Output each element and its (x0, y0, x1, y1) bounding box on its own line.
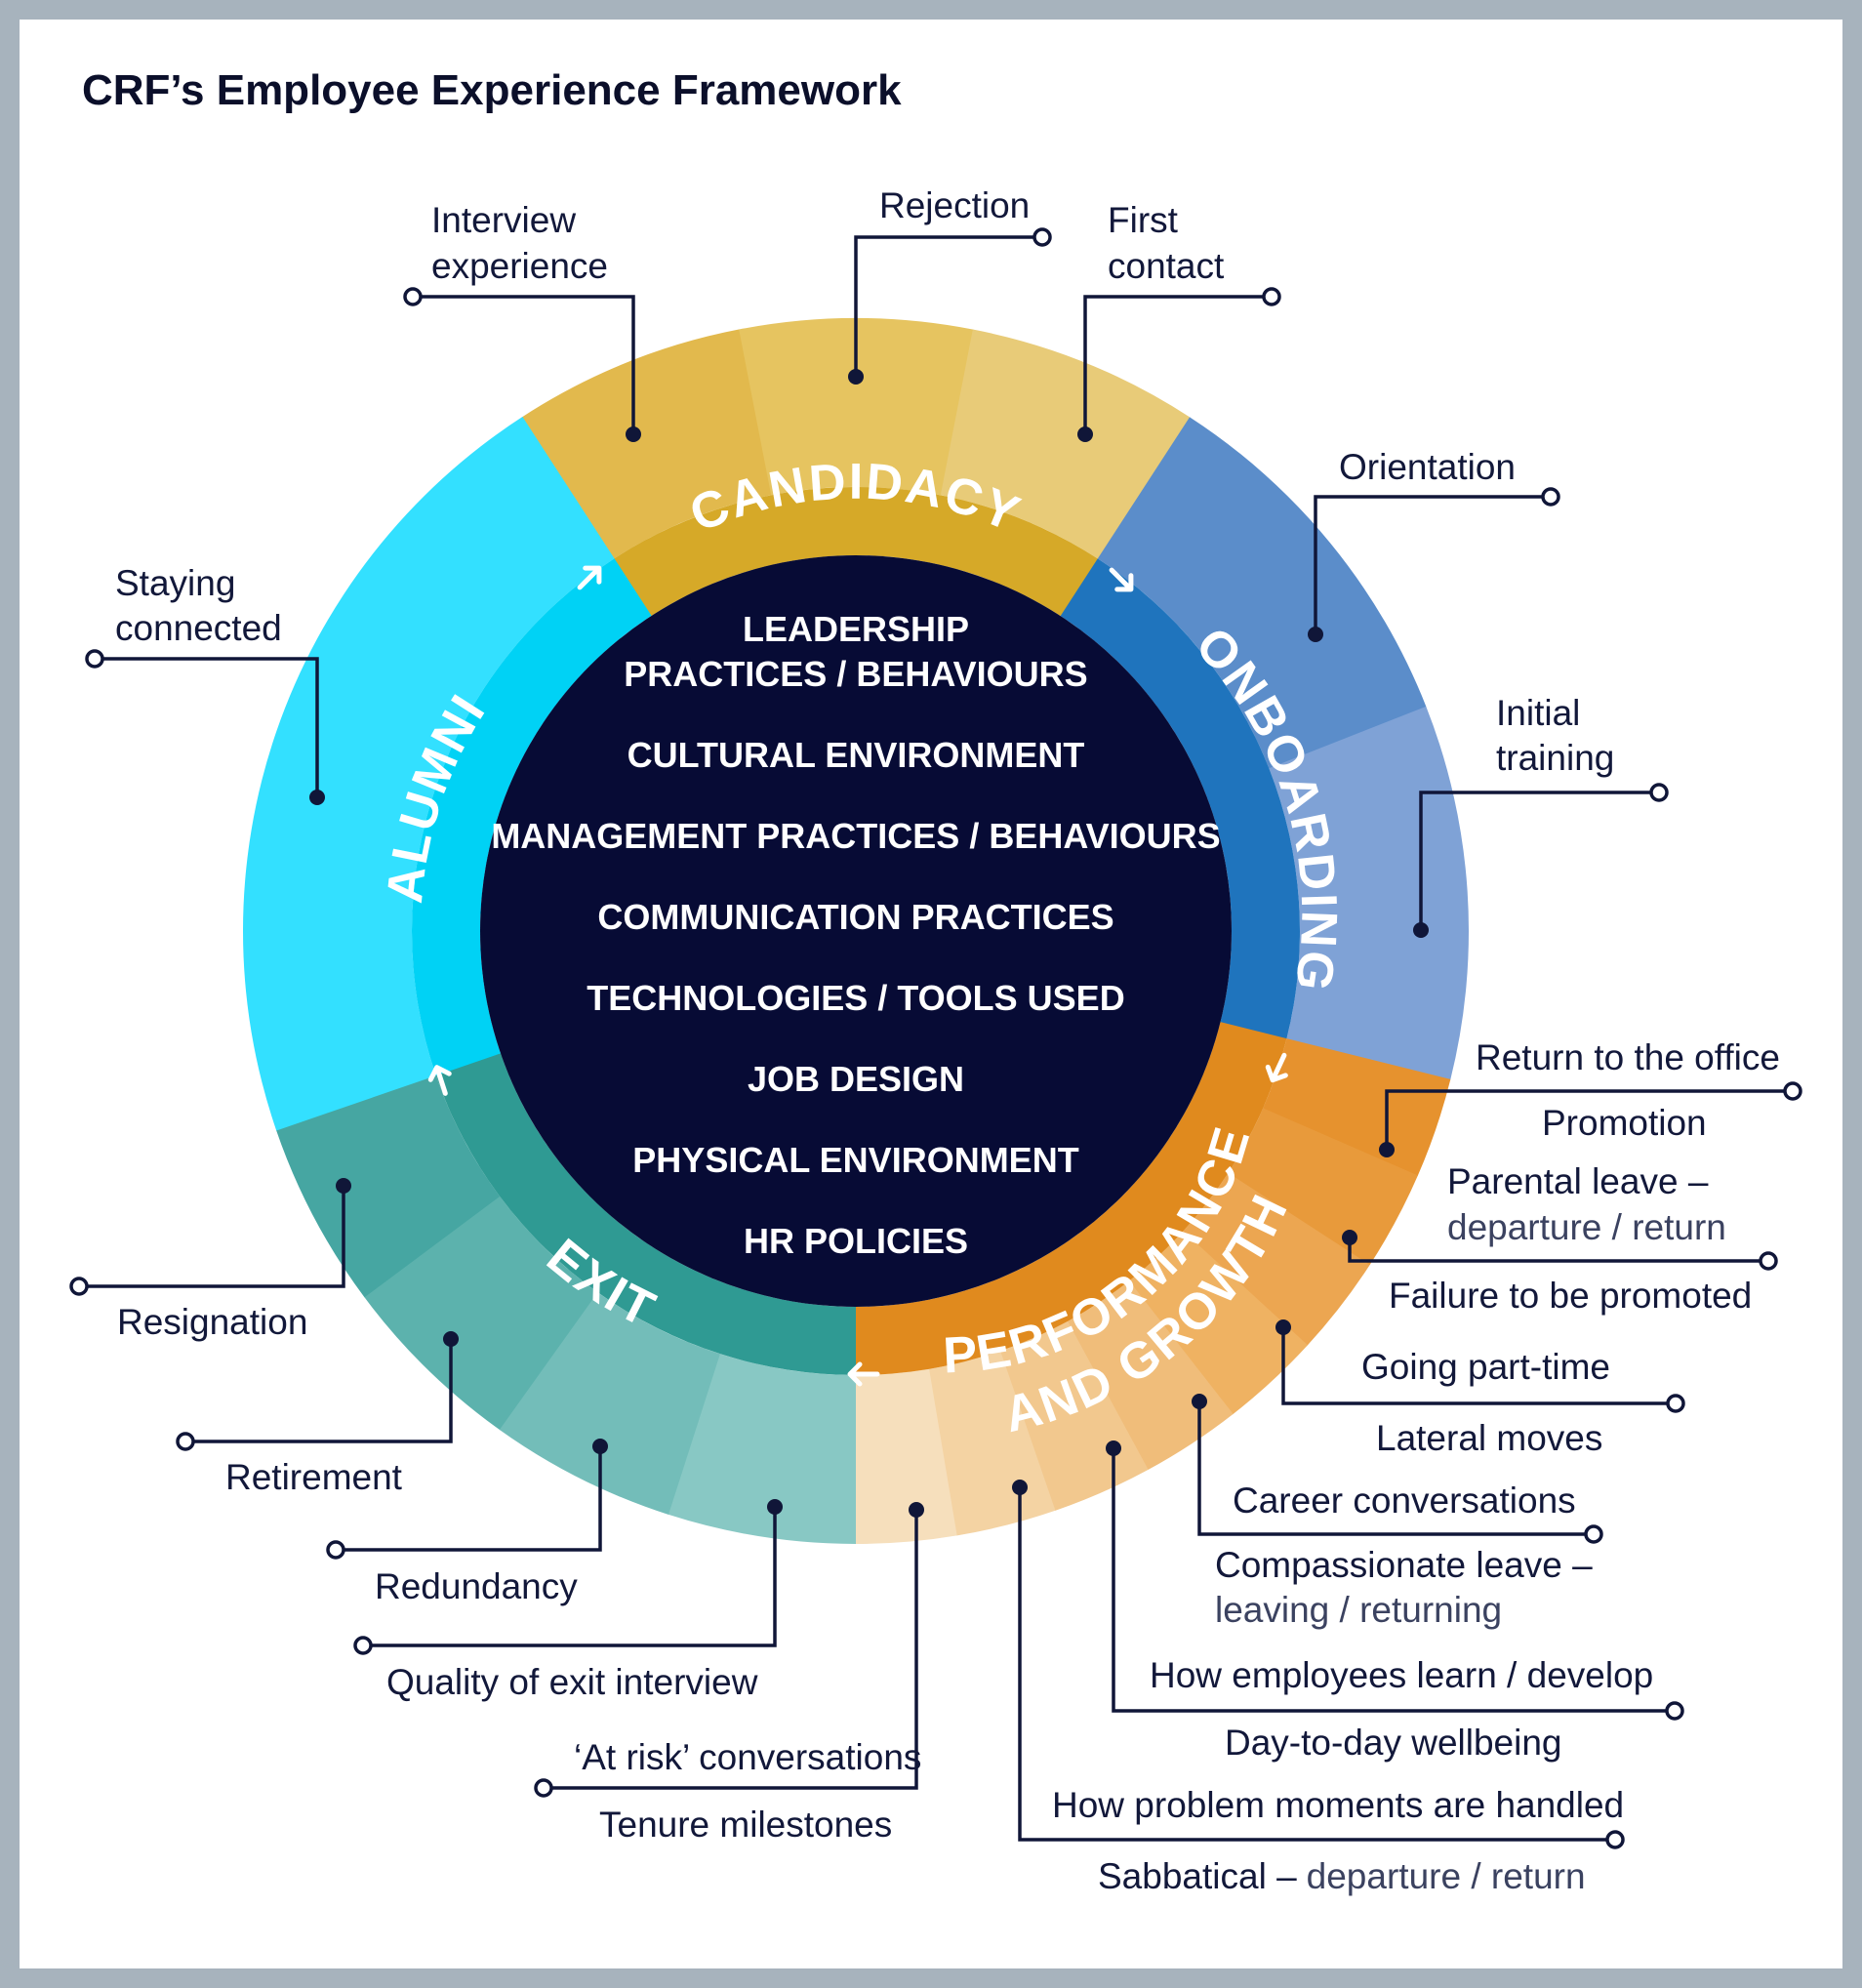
core-item: CULTURAL ENVIRONMENT (627, 735, 1085, 775)
ring-inner-exit (435, 1053, 856, 1375)
label-retirement: Retirement (225, 1457, 403, 1497)
ring-segment-onboarding (1269, 706, 1469, 1080)
label-failure-promoted: Failure to be promoted (1389, 1276, 1752, 1316)
ring-segment-exit (276, 1075, 501, 1298)
page-title: CRF’s Employee Experience Framework (82, 66, 902, 114)
label-staying-connected: Staying (115, 563, 235, 603)
label-compassionate-leave-2: leaving / returning (1215, 1590, 1502, 1630)
ring-segment-performance (1228, 1108, 1418, 1266)
label-redundancy: Redundancy (375, 1566, 578, 1606)
label-part-time: Going part-time (1361, 1347, 1610, 1387)
label-compassionate-leave: Compassionate leave – (1215, 1545, 1593, 1585)
core-item: TECHNOLOGIES / TOOLS USED (587, 978, 1124, 1018)
touchpoint-labels: Interview experience Rejection First con… (115, 185, 1780, 1896)
label-wellbeing: Day-to-day wellbeing (1225, 1723, 1562, 1763)
experience-ring (243, 318, 1469, 1544)
arrow-icon (847, 1361, 880, 1387)
ring-inner-performance (855, 1022, 1287, 1375)
core-item: LEADERSHIP (743, 609, 969, 649)
core-item: PRACTICES / BEHAVIOURS (624, 654, 1087, 694)
label-problem-moments: How problem moments are handled (1052, 1785, 1624, 1825)
label-first-contact: First (1108, 200, 1179, 240)
label-promotion: Promotion (1542, 1103, 1707, 1143)
core-item: JOB DESIGN (748, 1059, 964, 1099)
arrow-icon (1109, 567, 1134, 592)
label-initial-training: Initial (1496, 693, 1580, 733)
ring-inner-alumni (412, 558, 652, 1076)
ring-inner-candidacy (614, 486, 1099, 617)
label-resignation: Resignation (117, 1302, 307, 1342)
arrow-icon (577, 565, 602, 590)
ring-segment-exit (499, 1292, 721, 1516)
connectors (69, 227, 1802, 1849)
core-item: PHYSICAL ENVIRONMENT (632, 1140, 1078, 1180)
ring-segment-candidacy (739, 318, 974, 496)
ring-segment-performance (1263, 1038, 1451, 1176)
ring-segment-exit (364, 1196, 598, 1431)
core-circle (480, 555, 1232, 1307)
ring-segment-performance (1128, 1231, 1309, 1415)
ring-segment-exit (668, 1354, 856, 1544)
ring-segment-performance (999, 1320, 1149, 1511)
flow-arrows (427, 565, 1288, 1387)
label-first-contact-2: contact (1108, 246, 1225, 286)
label-at-risk: ‘At risk’ conversations (574, 1737, 921, 1777)
label-tenure: Tenure milestones (599, 1805, 892, 1845)
label-orientation: Orientation (1339, 447, 1516, 487)
label-learn-develop: How employees learn / develop (1150, 1655, 1653, 1695)
label-lateral-moves: Lateral moves (1376, 1418, 1602, 1458)
core-item: HR POLICIES (744, 1221, 968, 1261)
label-career-conversations: Career conversations (1233, 1481, 1576, 1521)
ring-segment-onboarding (1097, 417, 1427, 769)
ring-segment-candidacy (521, 329, 772, 559)
label-sabbatical: Sabbatical –departure / return (1098, 1856, 1586, 1896)
ring-inner-onboarding (1060, 558, 1300, 1039)
label-parental-leave: Parental leave – (1447, 1161, 1709, 1201)
arrow-icon (1265, 1052, 1288, 1083)
label-staying-connected-2: connected (115, 608, 282, 648)
core-list: LEADERSHIP PRACTICES / BEHAVIOURS CULTUR… (491, 609, 1220, 1261)
ring-segment-performance (1183, 1172, 1370, 1346)
core-item: COMMUNICATION PRACTICES (597, 897, 1113, 937)
core-item: MANAGEMENT PRACTICES / BEHAVIOURS (491, 816, 1220, 856)
label-return-office: Return to the office (1476, 1037, 1780, 1077)
label-initial-training-2: training (1496, 738, 1614, 778)
ring-segment-performance (1067, 1280, 1234, 1471)
label-parental-leave-2: departure / return (1447, 1207, 1726, 1247)
label-exit-interview: Quality of exit interview (386, 1662, 758, 1702)
ring-segment-alumni (243, 417, 615, 1131)
ring-segment-candidacy (940, 329, 1191, 559)
label-rejection: Rejection (879, 185, 1030, 225)
arrow-icon (427, 1065, 452, 1096)
label-interview: Interview (431, 200, 576, 240)
label-interview-2: experience (431, 246, 608, 286)
ring-segment-performance (855, 1368, 957, 1544)
